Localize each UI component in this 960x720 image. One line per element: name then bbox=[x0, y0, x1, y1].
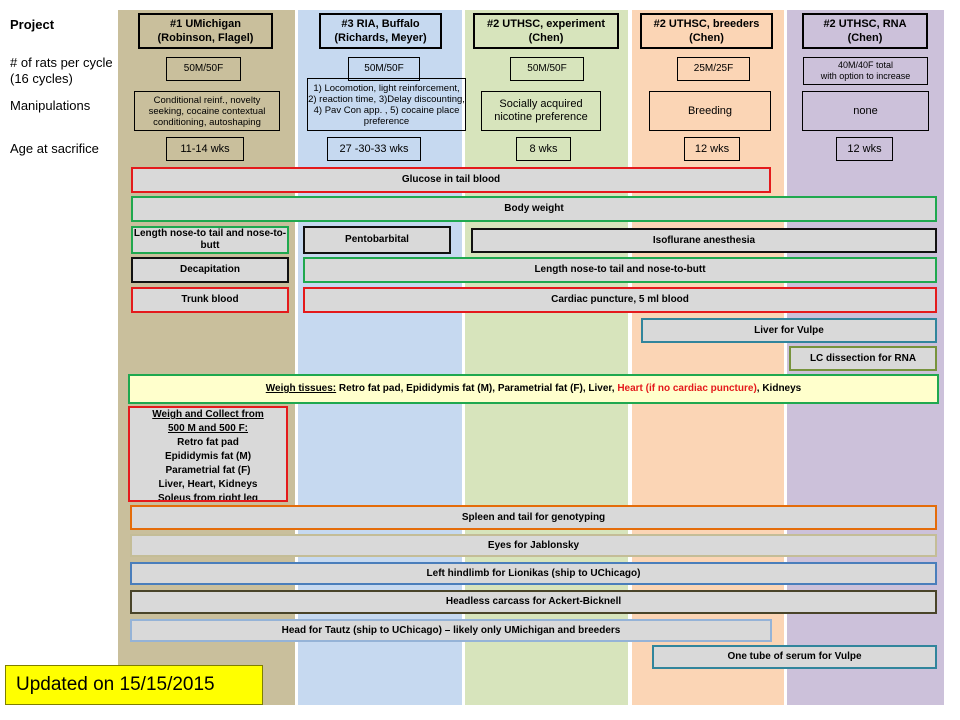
age-umichigan: 11-14 wks bbox=[166, 137, 244, 161]
header-uthsc-rna: #2 UTHSC, RNA (Chen) bbox=[802, 13, 928, 49]
rats-uthsc-rna: 40M/40F total with option to increase bbox=[803, 57, 928, 85]
column-umichigan-bg bbox=[118, 10, 295, 705]
trunk-blood-bar: Trunk blood bbox=[131, 287, 289, 313]
glucose-bar: Glucose in tail blood bbox=[131, 167, 771, 193]
header-ria: #3 RIA, Buffalo (Richards, Meyer) bbox=[319, 13, 442, 49]
weigh-tissues-bar: Weigh tissues: Retro fat pad, Epididymis… bbox=[128, 374, 939, 404]
updated-badge: Updated on 15/15/2015 bbox=[5, 665, 263, 705]
head-bar: Head for Tautz (ship to UChicago) – like… bbox=[130, 619, 772, 642]
manipulations-uthsc-experiment: Socially acquired nicotine preference bbox=[481, 91, 601, 131]
cardiac-puncture-bar: Cardiac puncture, 5 ml blood bbox=[303, 287, 937, 313]
weigh-tissues-label: Weigh tissues: bbox=[265, 383, 337, 394]
manipulations-uthsc-rna: none bbox=[802, 91, 929, 131]
column-ria-bg bbox=[298, 10, 462, 705]
rats-ria: 50M/50F bbox=[348, 57, 420, 81]
length-other-bar: Length nose-to tail and nose-to-butt bbox=[303, 257, 937, 283]
weigh-collect-box: Weigh and Collect from 500 M and 500 F: … bbox=[128, 406, 288, 502]
row-label-rats: # of rats per cycle (16 cycles) bbox=[10, 55, 113, 86]
weigh-collect-item: Soleus from right leg bbox=[157, 493, 258, 502]
length-umichigan-bar: Length nose-to tail and nose-to-butt bbox=[131, 226, 289, 254]
weigh-tissues-items: Retro fat pad, Epididymis fat (M), Param… bbox=[336, 383, 618, 394]
weigh-collect-item: Retro fat pad bbox=[177, 437, 239, 448]
body-weight-bar: Body weight bbox=[131, 196, 937, 222]
pentobarbital-bar: Pentobarbital bbox=[303, 226, 451, 254]
age-uthsc-experiment: 8 wks bbox=[516, 137, 571, 161]
eyes-bar: Eyes for Jablonsky bbox=[130, 534, 937, 557]
liver-vulpe-bar: Liver for Vulpe bbox=[641, 318, 937, 343]
weigh-collect-item: Liver, Heart, Kidneys bbox=[158, 479, 258, 490]
row-label-age: Age at sacrifice bbox=[10, 141, 99, 156]
age-uthsc-breeders: 12 wks bbox=[684, 137, 740, 161]
rats-uthsc-breeders: 25M/25F bbox=[677, 57, 750, 81]
weigh-collect-item: Parametrial fat (F) bbox=[165, 465, 251, 476]
header-uthsc-breeders: #2 UTHSC, breeders (Chen) bbox=[640, 13, 773, 49]
spleen-tail-bar: Spleen and tail for genotyping bbox=[130, 505, 937, 530]
manipulations-ria: 1) Locomotion, light reinforcement, 2) r… bbox=[307, 78, 466, 131]
lc-dissection-bar: LC dissection for RNA bbox=[789, 346, 937, 371]
manipulations-umichigan: Conditional reinf., novelty seeking, coc… bbox=[134, 91, 280, 131]
column-uthsc-breeders-bg bbox=[632, 10, 784, 705]
age-ria: 27 -30-33 wks bbox=[327, 137, 421, 161]
row-label-project: Project bbox=[10, 17, 55, 32]
rats-uthsc-experiment: 50M/50F bbox=[510, 57, 584, 81]
manipulations-uthsc-breeders: Breeding bbox=[649, 91, 771, 131]
header-uthsc-experiment: #2 UTHSC, experiment (Chen) bbox=[473, 13, 619, 49]
weigh-tissues-heart: Heart (if no cardiac puncture) bbox=[617, 383, 757, 394]
weigh-collect-item: Epididymis fat (M) bbox=[164, 451, 252, 462]
isoflurane-bar: Isoflurane anesthesia bbox=[471, 228, 937, 253]
hindlimb-bar: Left hindlimb for Lionikas (ship to UChi… bbox=[130, 562, 937, 585]
row-label-manipulations: Manipulations bbox=[10, 98, 91, 113]
header-umichigan: #1 UMichigan (Robinson, Flagel) bbox=[138, 13, 273, 49]
weigh-collect-title-2: 500 M and 500 F: bbox=[167, 423, 249, 434]
age-uthsc-rna: 12 wks bbox=[836, 137, 893, 161]
weigh-tissues-kidneys: , Kidneys bbox=[756, 383, 802, 394]
weigh-collect-title-1: Weigh and Collect from bbox=[152, 409, 264, 420]
decapitation-bar: Decapitation bbox=[131, 257, 289, 283]
carcass-bar: Headless carcass for Ackert-Bicknell bbox=[130, 590, 937, 614]
rats-umichigan: 50M/50F bbox=[166, 57, 241, 81]
serum-bar: One tube of serum for Vulpe bbox=[652, 645, 937, 669]
